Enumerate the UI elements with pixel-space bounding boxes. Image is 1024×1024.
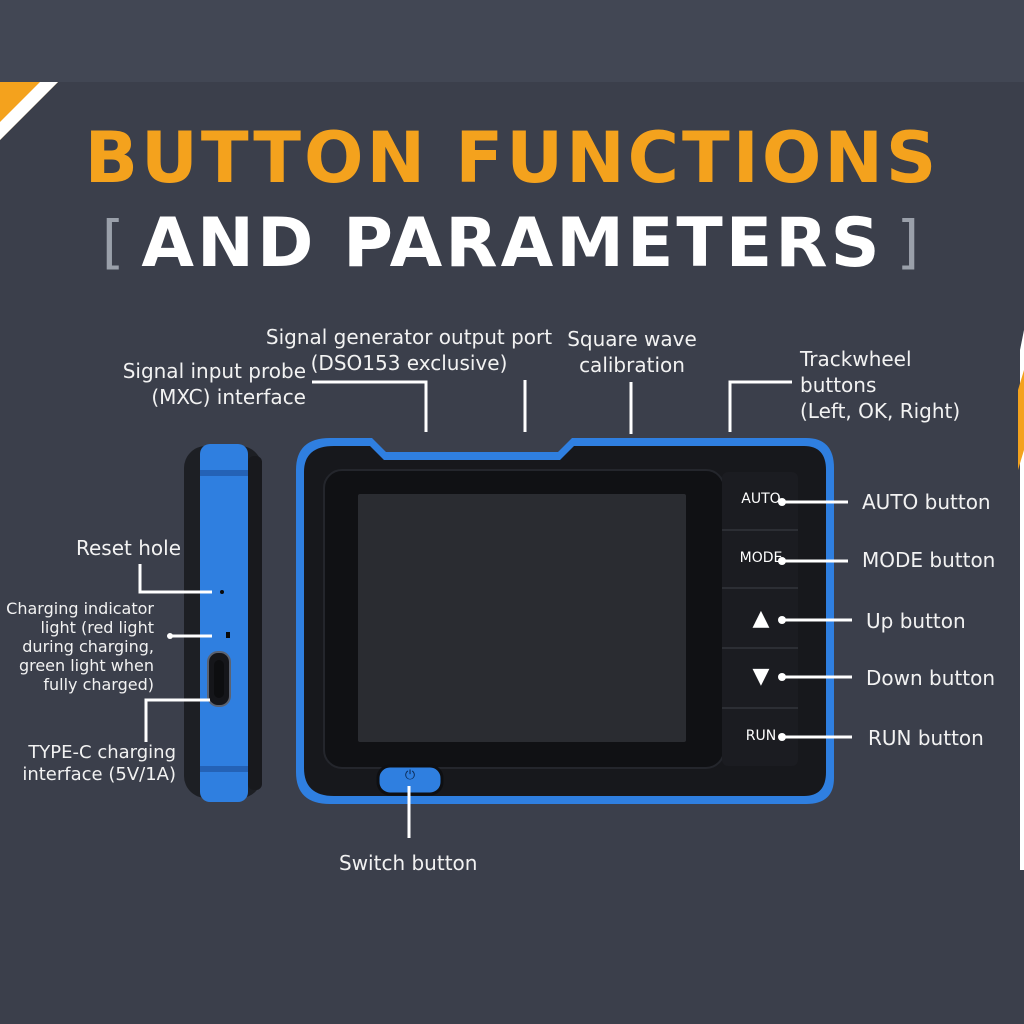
- title-line-2-text: AND PARAMETERS: [141, 204, 883, 283]
- label-square-wave: Square wave calibration: [567, 327, 697, 377]
- label-trackwheel: Trackwheel buttons (Left, OK, Right): [800, 347, 961, 423]
- power-icon[interactable]: ⏻: [404, 768, 416, 783]
- label-typec: TYPE-C charging interface (5V/1A): [22, 742, 176, 785]
- up-arrow-icon[interactable]: ▲: [752, 606, 770, 631]
- device-screen: [358, 494, 686, 742]
- right-accent: [1018, 330, 1024, 870]
- title-line-1: BUTTON FUNCTIONS: [84, 117, 940, 199]
- label-run: RUN button: [868, 726, 984, 750]
- run-device-button[interactable]: RUN: [745, 728, 777, 744]
- label-auto: AUTO button: [862, 490, 991, 514]
- label-signal-generator: Signal generator output port (DSO153 exc…: [265, 325, 553, 375]
- label-reset-hole: Reset hole: [76, 536, 181, 560]
- bracket-left: [: [101, 208, 128, 276]
- down-arrow-icon[interactable]: ▼: [752, 664, 770, 689]
- top-band: [0, 0, 1024, 82]
- bracket-right: ]: [896, 208, 923, 276]
- label-mode: MODE button: [862, 548, 996, 572]
- auto-device-button[interactable]: AUTO: [741, 491, 781, 507]
- label-signal-input: Signal input probe (MXC) interface: [122, 359, 306, 409]
- label-switch: Switch button: [339, 851, 478, 875]
- title-line-2: [AND PARAMETERS]: [0, 198, 1024, 288]
- leader-lines: [138, 380, 852, 838]
- side-view-device: [184, 444, 262, 802]
- label-down: Down button: [866, 666, 995, 690]
- mode-device-button[interactable]: MODE: [739, 550, 783, 566]
- corner-accent: [0, 82, 58, 140]
- label-up: Up button: [866, 609, 966, 633]
- label-charging-indicator: Charging indicator light (red light duri…: [6, 599, 154, 694]
